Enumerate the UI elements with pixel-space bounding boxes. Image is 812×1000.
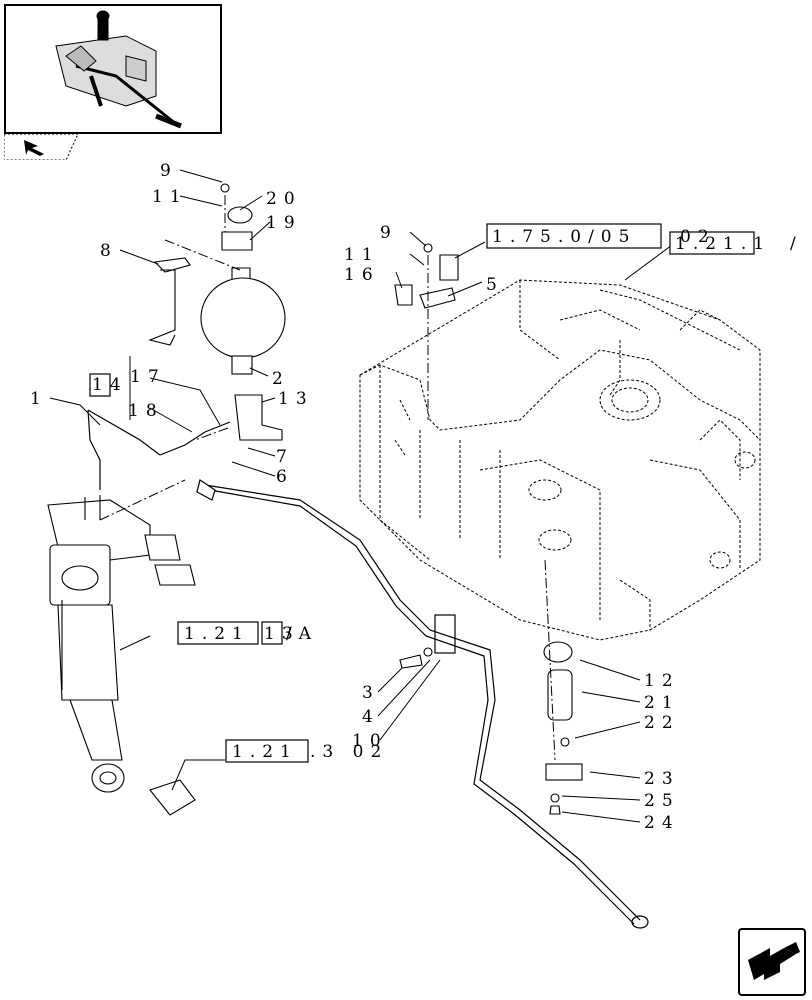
callout-8: 8 [100,241,118,261]
ref-1-21-3: 1.21 [232,742,298,762]
thumbnail-drawing [55,10,182,129]
ref-1-21-1-suffix: / [790,234,803,254]
callout-5: 5 [486,275,504,295]
callout-10: 10 [352,731,388,751]
ref-1-21-1: 1.21.1 [675,234,771,254]
callout-11a: 11 [152,187,188,207]
callout-16: 16 [344,265,380,285]
callout-22: 22 [644,713,680,733]
ref-1-75-suffix: 02 [680,227,716,247]
callout-13: 13 [278,389,314,409]
callout-19: 19 [266,213,302,233]
ref-1-21-a-suffix: /A [286,624,318,644]
callout-18: 18 [128,401,164,421]
back-nav-tab[interactable] [3,133,79,161]
ref-1-75: 1.75.0/05 [492,227,636,247]
ref-1-21-a: 1.21 [184,624,250,644]
cylinder-drawing [47,495,196,816]
callout-21: 21 [644,693,680,713]
callout-24: 24 [644,813,680,833]
next-nav-button[interactable] [738,928,806,996]
bracket-drawing [394,254,459,309]
arrow-back-icon [3,133,79,161]
reference-boxes [89,223,755,763]
callout-25: 25 [644,791,680,811]
callout-4: 4 [362,707,380,727]
callout-12: 12 [644,671,680,691]
accumulator-drawing [148,183,433,441]
reference-labels: 1.75.0/05 02 1.21.1 / 1.21 13 /A 1.21 .3… [184,227,803,762]
callout-9a: 9 [160,161,178,181]
callout-1: 1 [30,389,48,409]
lower-parts-drawing [399,641,583,815]
callout-3: 3 [362,683,380,703]
callout-11b: 11 [344,245,380,265]
assembly-thumbnail[interactable] [4,4,222,134]
frame-drawing [359,279,761,641]
arrow-next-icon [748,942,800,980]
ref-1-21-a-box: 13 [264,624,300,644]
callout-23: 23 [644,769,680,789]
ref-1-21-3-suffix: .3 02 [310,742,388,762]
callout-14: 14 [92,375,128,395]
callout-20: 20 [266,189,302,209]
callout-labels: 9 11 20 19 8 9 11 16 5 2 17 14 1 13 18 7… [30,161,680,833]
callout-7: 7 [276,447,294,467]
callout-2: 2 [272,369,290,389]
callout-9b: 9 [380,223,398,243]
callout-6: 6 [276,467,294,487]
pipes-drawing [87,409,649,929]
callout-17: 17 [130,367,166,387]
assembly-lines [99,195,556,761]
leader-lines [49,169,673,823]
